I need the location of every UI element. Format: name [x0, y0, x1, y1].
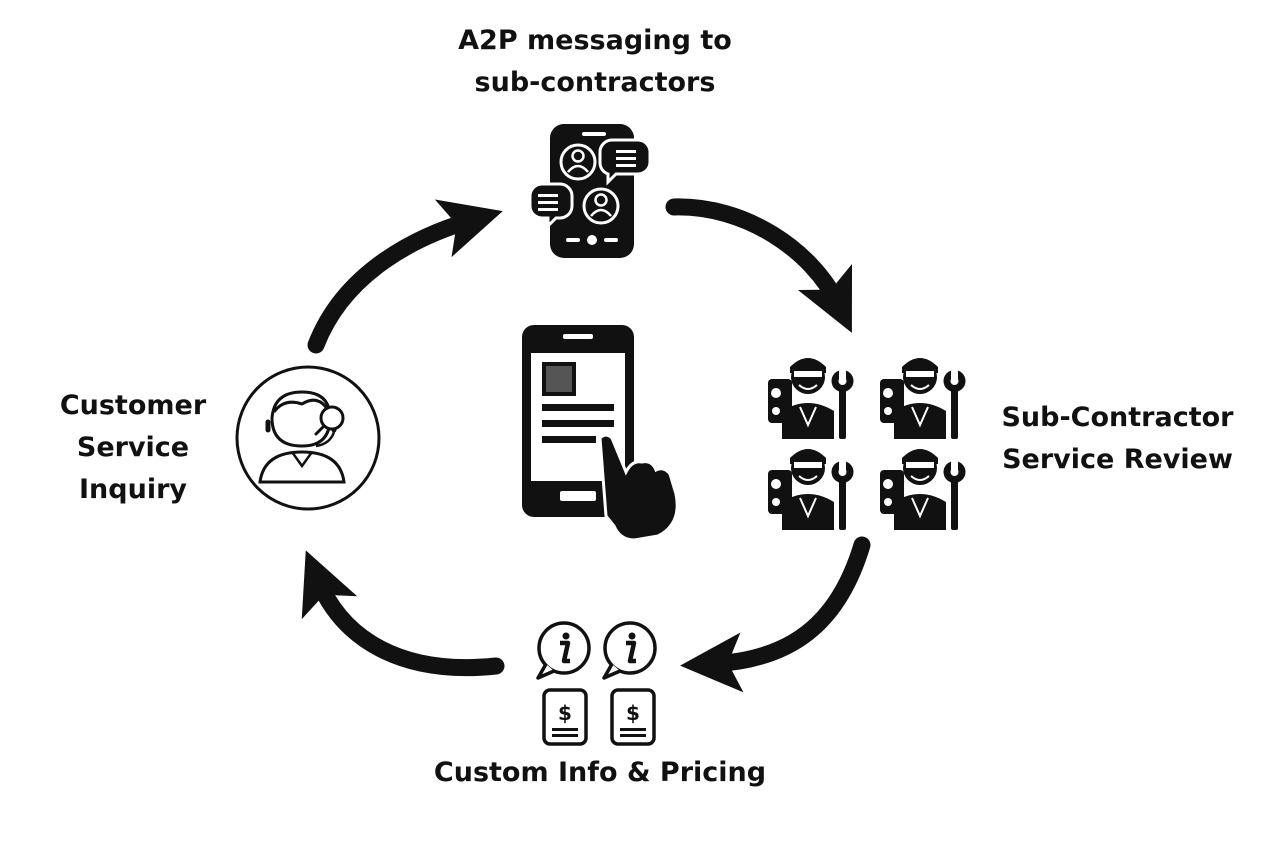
messaging-label-line: sub-contractors [474, 67, 716, 98]
inquiry-node-label: Customer Service Inquiry [40, 385, 226, 511]
arrow-review-to-pricing [680, 536, 871, 693]
arrow-messaging-to-review [665, 198, 852, 333]
smartphone-tap-icon [522, 325, 679, 542]
pricing-node-label: Custom Info & Pricing [400, 752, 800, 794]
review-node-label: Sub-Contractor Service Review [990, 397, 1245, 481]
price-document-icon: $ [542, 688, 588, 746]
review-label-line: Service Review [1002, 444, 1233, 475]
arrow-pricing-to-inquiry [301, 550, 505, 677]
info-bubble-icon [536, 621, 591, 680]
svg-text:$: $ [626, 701, 640, 725]
phone-chat-icon [528, 124, 652, 258]
info-bubble-icon [602, 621, 657, 680]
info-price-icon: $ $ [536, 621, 657, 746]
contractor-group-icon [767, 357, 967, 531]
arrow-inquiry-to-messaging [307, 199, 503, 354]
price-document-icon: $ [610, 688, 656, 746]
messaging-node-label: A2P messaging to sub-contractors [400, 20, 790, 104]
review-label-line: Sub-Contractor [1001, 402, 1234, 433]
messaging-label-line: A2P messaging to [458, 25, 732, 56]
inquiry-label-line: Inquiry [79, 474, 187, 505]
svg-text:$: $ [558, 701, 572, 725]
pricing-label-line: Custom Info & Pricing [433, 757, 767, 788]
inquiry-label-line: Service [76, 432, 190, 463]
cycle-arrows [301, 198, 871, 693]
customer-support-icon [235, 365, 381, 511]
inquiry-label-line: Customer [59, 390, 207, 421]
